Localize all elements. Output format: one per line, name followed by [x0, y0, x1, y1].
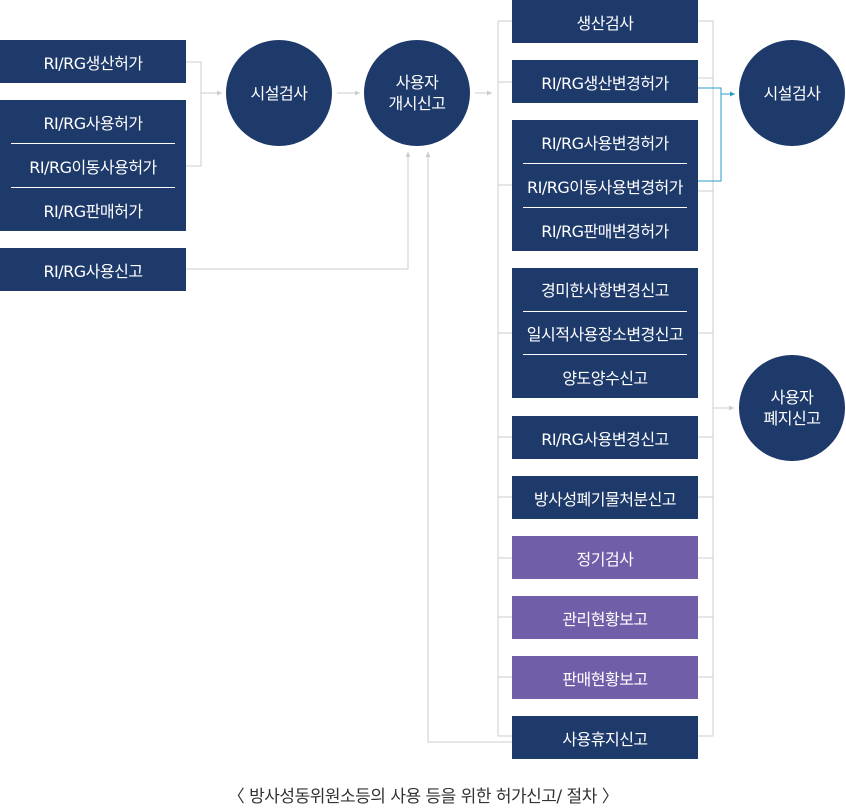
- highlight-connector-change-permits: [698, 87, 722, 182]
- use-permit-label: RI/RG사용허가: [43, 113, 143, 133]
- waste-disposal-report-box: 방사성폐기물처분신고: [512, 476, 698, 519]
- divider: [11, 187, 175, 188]
- user-start-report-line-2: 개시신고: [388, 94, 446, 113]
- periodic-inspection-label: 정기검사: [576, 549, 634, 569]
- divider: [523, 310, 687, 312]
- user-start-report-circle: 사용자 개시신고: [364, 40, 470, 146]
- change-reports-box: 경미한사항변경신고 일시적사용장소변경신고 양도양수신고: [512, 268, 698, 398]
- use-report-label: RI/RG사용신고: [43, 261, 143, 281]
- production-inspection-label: 생산검사: [576, 13, 634, 33]
- production-change-permit-box: RI/RG생산변경허가: [512, 60, 698, 103]
- minor-change-report-label: 경미한사항변경신고: [541, 281, 669, 301]
- user-start-report-line-1: 사용자: [395, 73, 439, 92]
- divider: [523, 207, 687, 208]
- transfer-report-label: 양도양수신고: [562, 368, 648, 388]
- production-permit-box: RI/RG생산허가: [0, 40, 186, 83]
- sales-status-report-box: 판매현황보고: [512, 656, 698, 699]
- mobile-use-permit-label: RI/RG이동사용허가: [29, 157, 157, 177]
- divider: [523, 354, 687, 356]
- change-permits-box: RI/RG사용변경허가 RI/RG이동사용변경허가 RI/RG판매변경허가: [512, 120, 698, 251]
- connector-production-permit: [186, 61, 202, 167]
- use-report-box: RI/RG사용신고: [0, 248, 186, 291]
- production-change-permit-label: RI/RG생산변경허가: [541, 73, 669, 93]
- sales-status-report-label: 판매현황보고: [562, 669, 648, 689]
- temporary-location-change-report-label: 일시적사용장소변경신고: [526, 325, 684, 344]
- sales-change-permit-label: RI/RG판매변경허가: [541, 221, 669, 241]
- mobile-use-change-permit-label: RI/RG이동사용변경허가: [526, 177, 684, 197]
- user-closure-report-line-2: 폐지신고: [763, 409, 821, 428]
- middle-column-left-spine: [497, 21, 512, 737]
- user-closure-report-circle: 사용자 폐지신고: [739, 355, 845, 461]
- periodic-inspection-box: 정기검사: [512, 536, 698, 579]
- facility-inspection-circle-1: 시설검사: [226, 40, 332, 146]
- diagram-caption: 〈 방사성동위원소등의 사용 등을 위한 허가신고/ 절차 〉: [227, 787, 619, 807]
- divider: [11, 143, 175, 144]
- user-closure-report-line-1: 사용자: [770, 388, 814, 407]
- suspension-report-label: 사용휴지신고: [562, 729, 648, 749]
- facility-inspection-label: 시설검사: [250, 83, 308, 103]
- production-inspection-box: 생산검사: [512, 0, 698, 43]
- connector-use-report: [186, 152, 411, 270]
- use-change-report-box: RI/RG사용변경신고: [512, 416, 698, 459]
- management-status-report-box: 관리현황보고: [512, 596, 698, 639]
- facility-inspection-label: 시설검사: [763, 83, 821, 103]
- use-permits-box: RI/RG사용허가 RI/RG이동사용허가 RI/RG판매허가: [0, 100, 186, 231]
- connector-suspension-return: [425, 152, 512, 743]
- suspension-report-box: 사용휴지신고: [512, 716, 698, 759]
- waste-disposal-report-label: 방사성폐기물처분신고: [533, 489, 677, 509]
- sales-permit-label: RI/RG판매허가: [43, 201, 143, 221]
- management-status-report-label: 관리현황보고: [562, 609, 648, 629]
- divider: [523, 163, 687, 164]
- production-permit-label: RI/RG생산허가: [43, 53, 143, 73]
- facility-inspection-circle-2: 시설검사: [739, 40, 845, 146]
- middle-column-right-spine: [698, 20, 714, 737]
- use-change-report-label: RI/RG사용변경신고: [541, 429, 669, 449]
- use-change-permit-label: RI/RG사용변경허가: [541, 133, 669, 153]
